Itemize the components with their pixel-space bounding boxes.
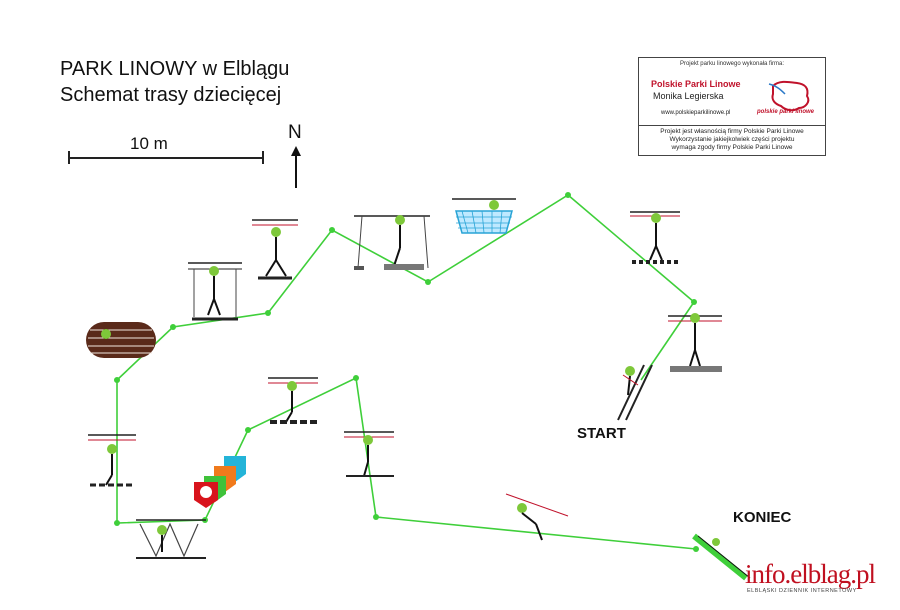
swing-step-icon — [88, 434, 136, 487]
credit-header: Projekt parku linowego wykonała firma: — [679, 61, 785, 67]
watermark-main: info.elblag.pl — [745, 559, 876, 589]
tunnel-icon — [86, 322, 156, 358]
rope-step-icon — [630, 211, 680, 264]
poland-map-logo-icon — [768, 80, 810, 112]
north-arrow-icon — [291, 146, 301, 188]
bridge-walk-icon — [344, 431, 394, 477]
diagram-title: PARK LINOWY w Elblągu Schemat trasy dzie… — [60, 56, 289, 108]
title-line-2: Schemat trasy dziecięcej — [60, 84, 282, 106]
title-line-1: PARK LINOWY w Elblągu — [60, 58, 290, 80]
scale-tick-right — [262, 151, 264, 164]
credit-logo-text: polskie parki linowe — [757, 109, 815, 115]
credit-note: Projekt jest własnością firmy Polskie Pa… — [639, 128, 825, 152]
north-label: N — [288, 122, 302, 143]
rope-bridge-icon — [252, 219, 298, 280]
start-label: START — [577, 425, 626, 442]
credit-top: Projekt parku linowego wykonała firma: P… — [639, 58, 825, 124]
watermark-sub: ELBLĄSKI DZIENNIK INTERNETOWY — [747, 588, 857, 594]
zig-zag-rope-icon — [136, 519, 206, 559]
stepping-blocks-icon — [194, 456, 246, 508]
watermark: info.elblag.pl ELBLĄSKI DZIENNIK INTERNE… — [745, 559, 876, 594]
end-label: KONIEC — [733, 509, 792, 526]
route-nodes — [114, 192, 699, 552]
credit-company: Polskie Parki Linowe — [651, 79, 741, 89]
credit-note-line-3: wymaga zgody firmy Polskie Parki Linowe — [671, 144, 793, 151]
north-arrow: N — [282, 122, 312, 190]
credit-separator — [639, 125, 825, 126]
hanging-planks-icon — [354, 215, 430, 270]
log-walk-icon — [268, 377, 320, 424]
net-crossing-icon — [452, 198, 516, 234]
balance-beam-icon — [668, 313, 722, 372]
zipline-icon — [505, 493, 569, 541]
ladder-climb-icon — [617, 364, 653, 421]
credit-url: www.polskieparkilinowe.pl — [661, 110, 731, 116]
credit-box: Projekt parku linowego wykonała firma: P… — [638, 57, 826, 156]
cargo-walk-icon — [188, 262, 242, 321]
scale-bar: 10 m — [68, 134, 264, 164]
credit-person: Monika Legierska — [653, 91, 724, 101]
credit-note-line-2: Wykorzystanie jakiejkolwiek części proje… — [669, 136, 795, 143]
credit-note-line-1: Projekt jest własnością firmy Polskie Pa… — [660, 128, 804, 135]
scale-label: 10 m — [130, 134, 168, 153]
route-start-segment — [640, 301, 695, 381]
scale-tick-left — [68, 151, 70, 164]
scale-line — [68, 157, 264, 159]
landing-ramp-icon — [692, 533, 751, 581]
